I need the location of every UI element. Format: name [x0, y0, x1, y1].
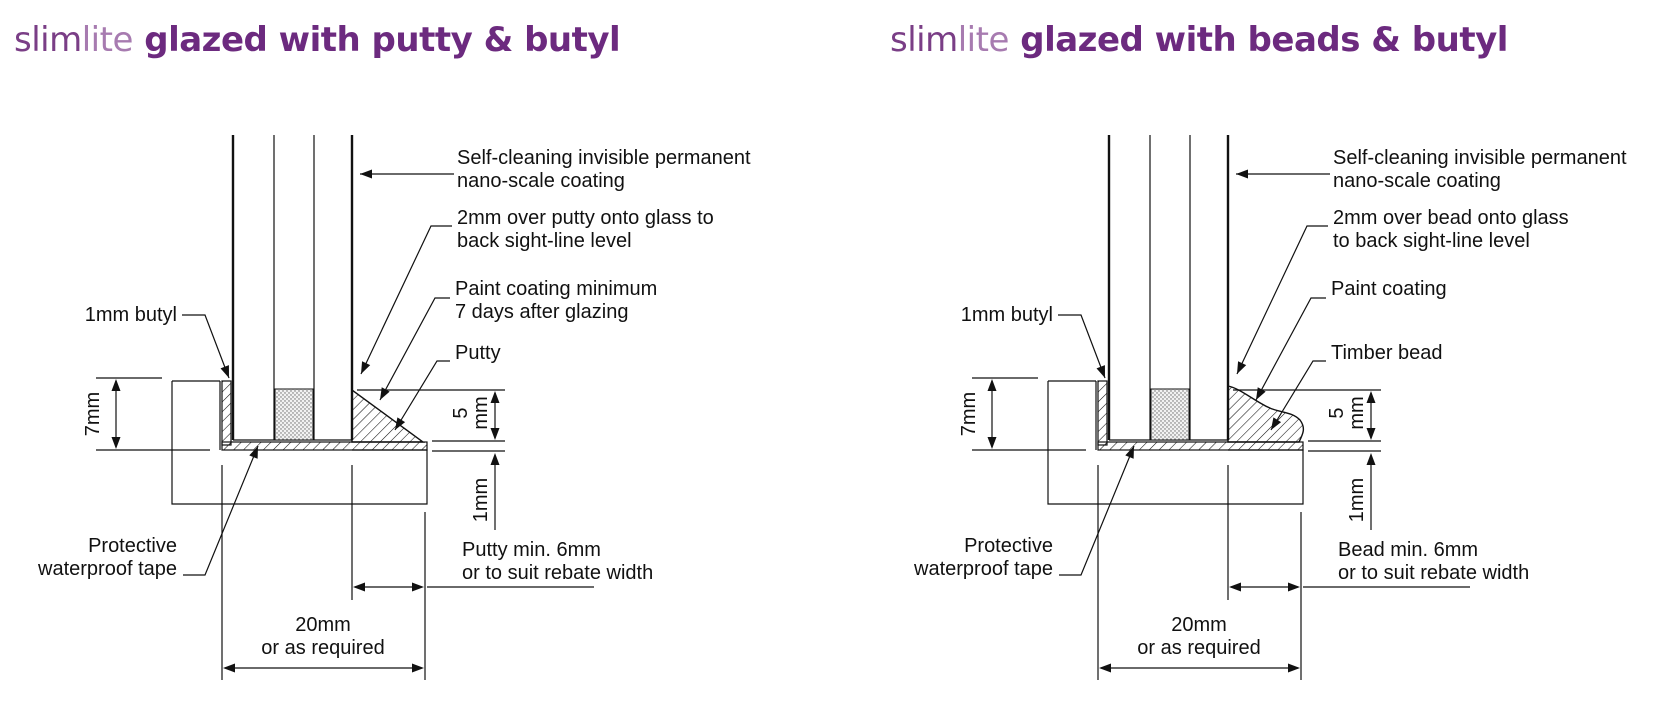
paint-arrow-line	[1255, 297, 1326, 401]
width-label: or as required	[1137, 637, 1260, 659]
waterproof-tape-strip	[1097, 441, 1304, 451]
over-arrow-line	[1236, 225, 1328, 375]
over-arrow-line	[360, 225, 452, 375]
min-width-label: Bead min. 6mm	[1338, 539, 1478, 561]
dim-5-unit-label: mm	[470, 396, 492, 429]
over-arrow-arrowhead	[1237, 361, 1247, 374]
coating-label: nano-scale coating	[1333, 170, 1501, 192]
over-label: to back sight-line level	[1333, 230, 1530, 252]
paint-label: 7 days after glazing	[455, 301, 628, 323]
dim-7mm-arrowhead	[987, 437, 997, 449]
panel-title: slimlite glazed with putty & butyl	[14, 18, 621, 62]
over-label: 2mm over bead onto glass	[1333, 207, 1569, 229]
dim-1mm-label: 1mm	[1346, 478, 1368, 522]
tape-label: waterproof tape	[913, 558, 1053, 580]
title-description: glazed with beads & butyl	[1008, 20, 1508, 60]
tape-label: Protective	[964, 535, 1053, 557]
width-label: or as required	[261, 637, 384, 659]
dim-6mm-arrowhead	[353, 582, 365, 592]
dim-7mm-arrowhead	[111, 437, 121, 449]
min-width-label: or to suit rebate width	[462, 562, 653, 584]
butyl-arrow-line	[1058, 314, 1106, 379]
butyl-arrow-arrowhead	[220, 365, 229, 378]
tape-arrow-line	[183, 445, 259, 576]
dim-6mm-arrowhead	[1288, 582, 1300, 592]
dim-20mm-arrowhead	[412, 663, 424, 673]
title-brand-lite: lite	[81, 20, 134, 60]
over-arrow-arrowhead	[361, 361, 371, 374]
width-label: 20mm	[295, 614, 351, 636]
tape-label: Protective	[88, 535, 177, 557]
min-width-label: or to suit rebate width	[1338, 562, 1529, 584]
min-width-label: Putty min. 6mm	[462, 539, 601, 561]
tape-arrow-arrowhead	[249, 446, 258, 459]
butyl-label: 1mm butyl	[961, 304, 1053, 326]
dim-1mm-arrowhead	[490, 453, 500, 465]
tape-arrow-arrowhead	[1125, 446, 1134, 459]
dim-5mm-arrowhead	[1366, 391, 1376, 403]
dim-7mm-arrowhead	[987, 379, 997, 391]
butyl-label: 1mm butyl	[85, 304, 177, 326]
waterproof-tape-strip	[221, 441, 428, 451]
title-brand-slim: slim	[890, 20, 958, 60]
dim-5-unit-label: mm	[1346, 396, 1368, 429]
dim-7mm-label: 7mm	[958, 392, 980, 436]
over-label: 2mm over putty onto glass to	[457, 207, 714, 229]
dim-5-label: 5	[1326, 407, 1348, 418]
dim-5mm-arrowhead	[490, 391, 500, 403]
dim-6mm-arrowhead	[412, 582, 424, 592]
tape-label: waterproof tape	[37, 558, 177, 580]
timber-bead	[1227, 385, 1305, 443]
paint-arrow-arrowhead	[380, 387, 390, 400]
panel-title: slimlite glazed with beads & butyl	[890, 18, 1508, 62]
spacer-bar	[1150, 388, 1190, 441]
dim-20mm-arrowhead	[1099, 663, 1111, 673]
coating-label: nano-scale coating	[457, 170, 625, 192]
dim-1mm-arrowhead	[1366, 453, 1376, 465]
dim-5mm-arrowhead	[1366, 428, 1376, 440]
paint-label: Paint coating minimum	[455, 278, 657, 300]
dim-20mm-arrowhead	[223, 663, 235, 673]
paint-arrow-arrowhead	[1256, 387, 1266, 400]
paint-arrow-line	[379, 297, 450, 401]
coating-arrow-arrowhead	[1236, 169, 1248, 179]
dim-7mm-arrowhead	[111, 379, 121, 391]
sealant-arrow-line	[394, 360, 450, 431]
over-label: back sight-line level	[457, 230, 632, 252]
coating-label: Self-cleaning invisible permanent	[1333, 147, 1627, 169]
coating-label: Self-cleaning invisible permanent	[457, 147, 751, 169]
width-label: 20mm	[1171, 614, 1227, 636]
sealant-arrow-arrowhead	[1271, 417, 1282, 430]
title-brand-slim: slim	[14, 20, 82, 60]
dim-7mm-label: 7mm	[82, 392, 104, 436]
dim-5-label: 5	[450, 407, 472, 418]
butyl-strip	[1097, 380, 1108, 446]
spacer-bar	[274, 388, 314, 441]
title-description: glazed with putty & butyl	[132, 20, 621, 60]
sealant-arrow-line	[1270, 360, 1326, 431]
tape-arrow-line	[1059, 445, 1135, 576]
coating-arrow-arrowhead	[360, 169, 372, 179]
paint-label: Paint coating	[1331, 278, 1447, 300]
dim-6mm-arrowhead	[1229, 582, 1241, 592]
dim-5mm-arrowhead	[490, 428, 500, 440]
sealant-label: Putty	[455, 342, 501, 364]
butyl-strip	[221, 380, 232, 446]
dim-1mm-label: 1mm	[470, 478, 492, 522]
title-brand-lite: lite	[957, 20, 1010, 60]
putty-fillet	[351, 388, 426, 443]
dim-20mm-arrowhead	[1288, 663, 1300, 673]
sealant-arrow-arrowhead	[395, 417, 406, 430]
sealant-label: Timber bead	[1331, 342, 1443, 364]
butyl-arrow-line	[182, 314, 230, 379]
butyl-arrow-arrowhead	[1096, 365, 1105, 378]
